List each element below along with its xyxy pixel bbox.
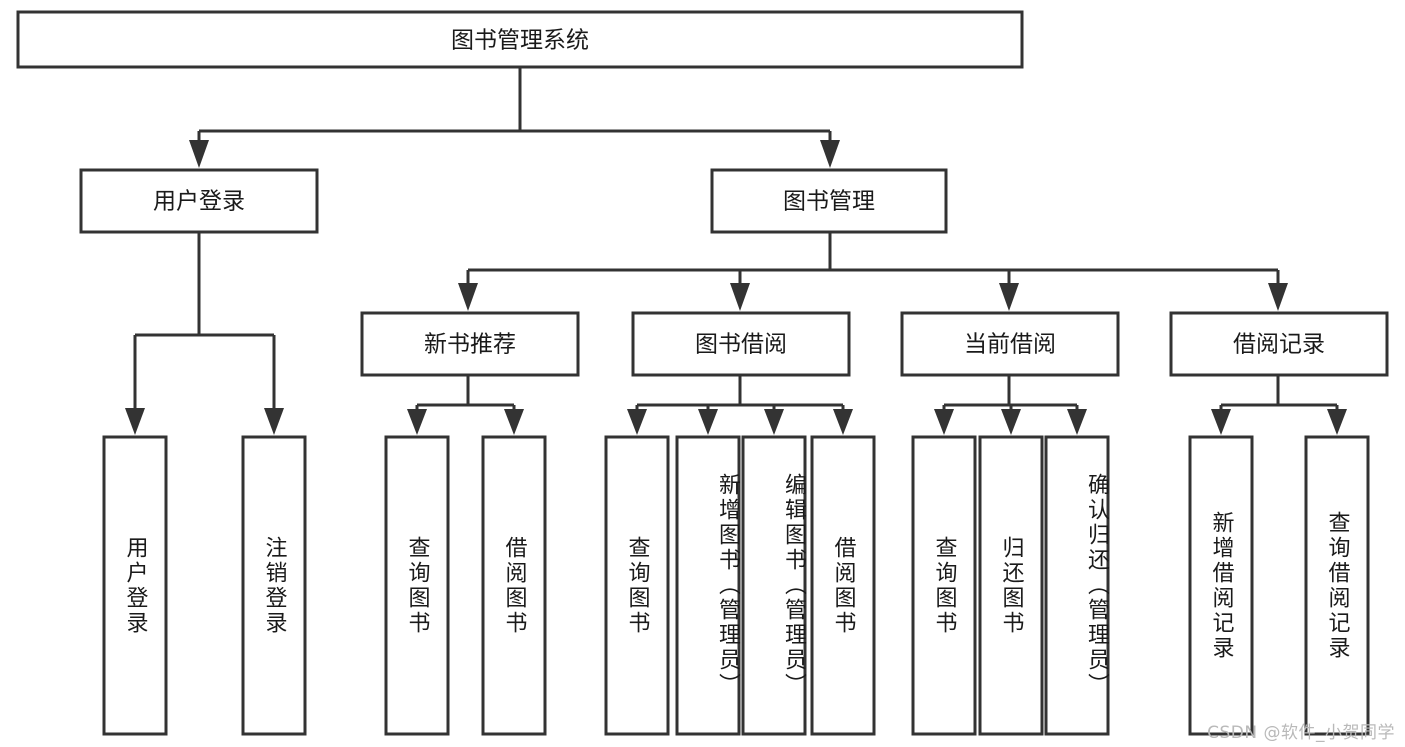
node-user-login-label: 用户登录 bbox=[153, 189, 245, 215]
node-user-login[interactable] bbox=[79, 168, 319, 234]
node-leaf-logout-login[interactable] bbox=[241, 435, 307, 736]
node-book-borrow[interactable] bbox=[631, 311, 851, 377]
node-new-book-recommend-label: 新书推荐 bbox=[424, 332, 516, 358]
arrow-head-leaf-query-book-1 bbox=[407, 409, 427, 435]
node-book-borrow-label: 图书借阅 bbox=[695, 332, 787, 358]
node-leaf-query-borrow-record[interactable] bbox=[1304, 435, 1370, 736]
arrow-head-leaf-query-book-2 bbox=[627, 409, 647, 435]
arrow-head-book-management bbox=[820, 140, 840, 168]
arrow-head-leaf-query-borrow-record bbox=[1327, 409, 1347, 435]
node-borrow-record[interactable] bbox=[1169, 311, 1389, 377]
node-new-book-recommend[interactable] bbox=[360, 311, 580, 377]
arrow-head-leaf-confirm-return-admin bbox=[1067, 409, 1087, 435]
arrow-head-leaf-logout-login bbox=[264, 408, 284, 435]
csdn-watermark: CSDN @软件_小贺同学 bbox=[1207, 723, 1395, 743]
arrow-head-leaf-borrow-book-2 bbox=[833, 409, 853, 435]
node-leaf-add-book-admin[interactable] bbox=[675, 435, 741, 736]
node-current-borrow-label: 当前借阅 bbox=[964, 332, 1056, 358]
node-leaf-edit-book-admin[interactable] bbox=[741, 435, 807, 736]
arrow-head-new-book-recommend bbox=[458, 283, 478, 311]
arrow-head-leaf-add-book-admin bbox=[698, 409, 718, 435]
node-book-management-label: 图书管理 bbox=[783, 189, 875, 215]
node-leaf-return-book[interactable] bbox=[978, 435, 1044, 736]
arrow-head-leaf-return-book bbox=[1001, 409, 1021, 435]
node-root-system-label: 图书管理系统 bbox=[451, 28, 589, 54]
node-leaf-query-book-2[interactable] bbox=[604, 435, 670, 736]
arrow-head-leaf-query-book-3 bbox=[934, 409, 954, 435]
node-current-borrow[interactable] bbox=[900, 311, 1120, 377]
node-leaf-user-login[interactable] bbox=[102, 435, 168, 736]
node-root-system[interactable] bbox=[16, 10, 1024, 69]
node-layer: 图书管理系统 用户登录 图书管理 新书推荐 图书借阅 当前借阅 借阅记录 bbox=[16, 10, 1389, 736]
node-leaf-borrow-book-2[interactable] bbox=[810, 435, 876, 736]
node-borrow-record-label: 借阅记录 bbox=[1233, 332, 1325, 358]
arrow-head-leaf-user-login bbox=[125, 408, 145, 435]
connector-layer bbox=[125, 67, 1347, 435]
node-leaf-confirm-return-admin[interactable] bbox=[1044, 435, 1110, 736]
node-leaf-add-borrow-record[interactable] bbox=[1188, 435, 1254, 736]
arrow-head-borrow-record bbox=[1268, 283, 1288, 311]
arrow-head-user-login bbox=[189, 140, 209, 168]
node-leaf-borrow-book-1[interactable] bbox=[481, 435, 547, 736]
node-book-management[interactable] bbox=[710, 168, 948, 234]
node-leaf-query-book-3[interactable] bbox=[911, 435, 977, 736]
arrow-head-leaf-edit-book-admin bbox=[764, 409, 784, 435]
arrow-head-leaf-add-borrow-record bbox=[1211, 409, 1231, 435]
arrow-head-current-borrow bbox=[999, 283, 1019, 311]
arrow-head-book-borrow bbox=[730, 283, 750, 311]
arrow-head-leaf-borrow-book-1 bbox=[504, 409, 524, 435]
node-leaf-query-book-1[interactable] bbox=[384, 435, 450, 736]
